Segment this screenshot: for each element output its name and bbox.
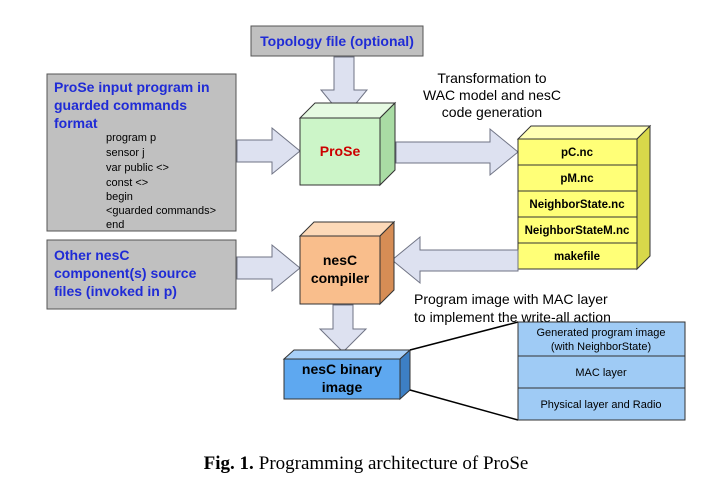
layers-stack: Generated program image (with NeighborSt… — [517, 321, 686, 421]
generated-files-stack: pC.nc pM.nc NeighborState.nc NeighborSta… — [516, 124, 652, 271]
transformation-note-3: code generation — [442, 104, 542, 120]
caption-text: Programming architecture of ProSe — [259, 453, 529, 474]
files-top — [516, 125, 652, 140]
file-label: NeighborState.nc — [529, 199, 625, 211]
code-line: const <> — [106, 177, 148, 189]
arrow-input-to-prose — [236, 126, 301, 176]
compiler-box-front — [299, 235, 381, 305]
layer-box — [517, 321, 686, 357]
binary-box-top — [282, 349, 412, 360]
file-box — [517, 216, 638, 244]
image-note-1: Program image with MAC layer — [414, 291, 608, 307]
arrow-nesc-input-to-compiler — [236, 243, 301, 293]
file-box — [517, 190, 638, 218]
arrow-compiler-to-binary — [318, 304, 368, 353]
file-box — [517, 138, 638, 166]
compiler-label-2: compiler — [311, 270, 370, 286]
transformation-note-2: WAC model and nesC — [423, 87, 561, 103]
code-line: begin — [106, 191, 133, 203]
file-label: pM.nc — [560, 173, 594, 185]
binary-label-1: nesC binary — [302, 361, 382, 377]
topology-label: Topology file (optional) — [260, 33, 414, 49]
layer-label: Generated program image — [536, 327, 665, 339]
arrow-files-to-compiler — [391, 235, 519, 285]
prose-box-side — [379, 101, 396, 187]
caption-prefix: Fig. 1. — [204, 453, 254, 474]
layer-label: (with NeighborState) — [551, 341, 651, 353]
nesc-input-title-2: component(s) source — [54, 265, 197, 281]
prose-input-title-2: guarded commands — [54, 97, 187, 113]
binary-box-front — [283, 358, 401, 400]
image-note-2: to implement the write-all action — [414, 309, 611, 325]
connector-line-bottom — [409, 389, 519, 421]
prose-input-title-3: format — [54, 115, 98, 131]
layer-box — [517, 355, 686, 389]
file-label: pC.nc — [561, 147, 594, 159]
file-label: makefile — [554, 251, 600, 263]
file-label: NeighborStateM.nc — [525, 225, 630, 237]
prose-input-title-1: ProSe input program in — [54, 79, 210, 95]
prose-box-front — [299, 117, 381, 186]
layer-box — [517, 387, 686, 421]
binary-box-side — [399, 348, 411, 401]
compiler-label-1: nesC — [323, 252, 357, 268]
connector-line-top — [409, 321, 519, 351]
layer-label: Physical layer and Radio — [540, 399, 661, 411]
nesc-input-box — [46, 239, 237, 310]
nesc-input-title-1: Other nesC — [54, 247, 129, 263]
topology-box — [250, 25, 424, 57]
arrow-prose-to-files — [395, 127, 519, 177]
code-line: var public <> — [106, 162, 169, 174]
layer-label: MAC layer — [575, 367, 627, 379]
file-box — [517, 164, 638, 192]
compiler-box-side — [379, 220, 395, 306]
code-line: <guarded commands> — [106, 205, 216, 217]
compiler-box-top — [298, 221, 396, 237]
prose-box-label: ProSe — [320, 143, 361, 159]
files-side — [636, 124, 651, 271]
prose-input-box — [46, 73, 237, 232]
transformation-note-1: Transformation to — [437, 70, 546, 86]
figure-caption: Fig. 1.Programming architecture of ProSe — [204, 453, 529, 474]
nesc-input-title-3: files (invoked in p) — [54, 283, 177, 299]
code-line: end — [106, 219, 124, 231]
file-box — [517, 242, 638, 270]
code-line: program p — [106, 132, 156, 144]
prose-box-top — [298, 102, 397, 119]
code-line: sensor j — [106, 147, 145, 159]
binary-label-2: image — [322, 379, 363, 395]
